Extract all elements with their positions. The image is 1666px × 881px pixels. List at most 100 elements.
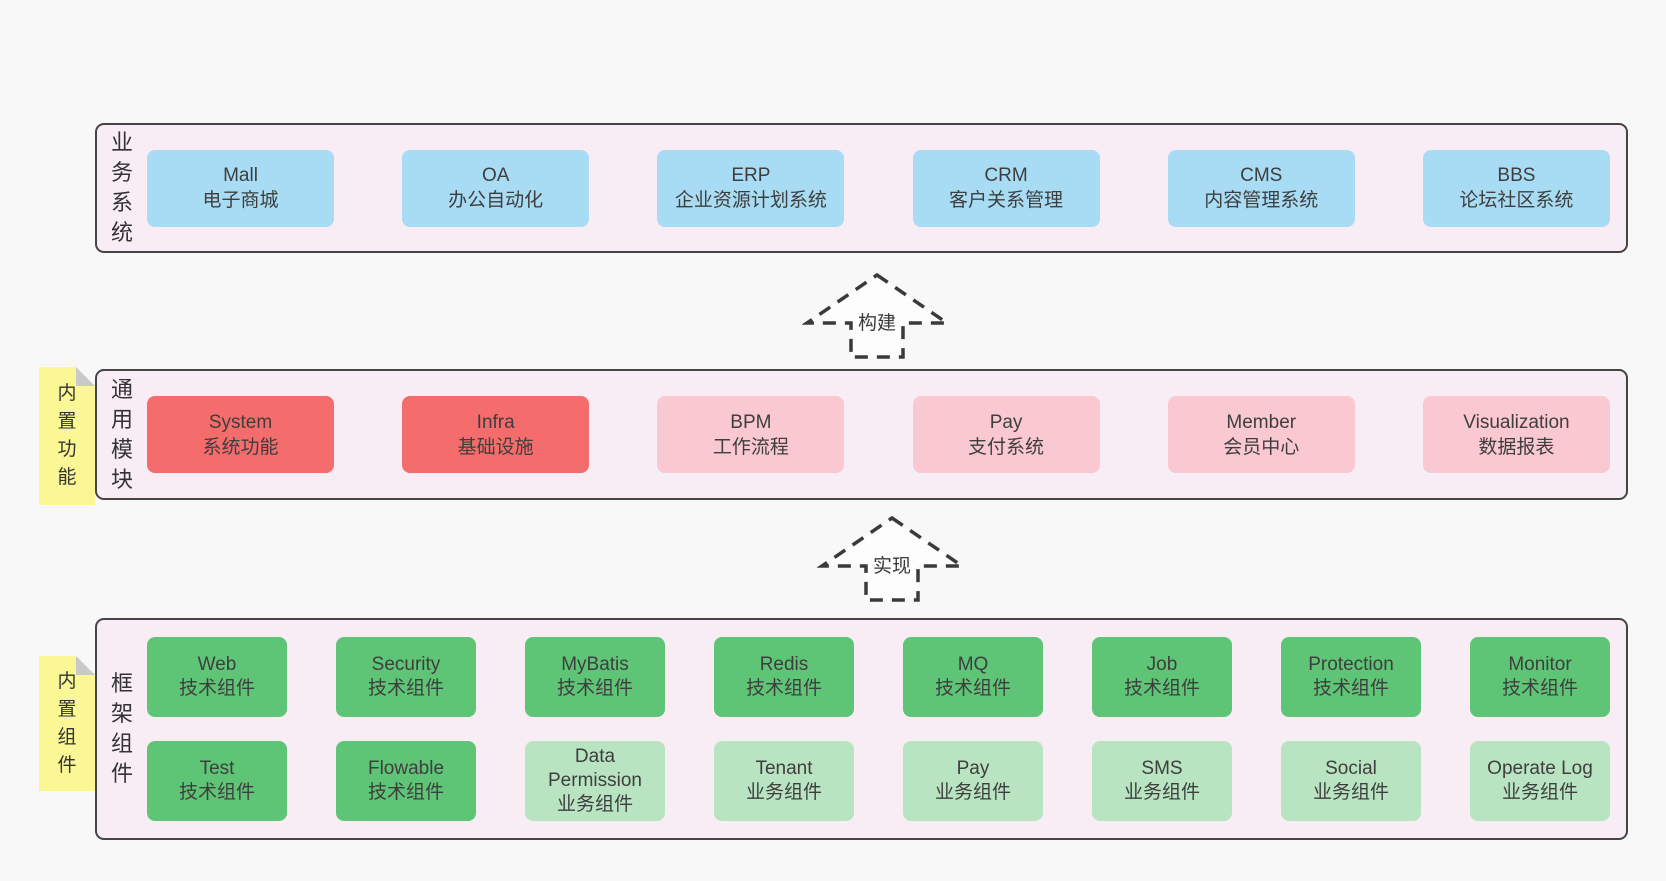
box-crm: CRM 客户关系管理 — [912, 149, 1100, 227]
implement-arrow-icon: 实现 — [817, 515, 967, 603]
box-member: Member 会员中心 — [1167, 396, 1355, 473]
box-desc: 基础设施 — [457, 436, 534, 458]
box-desc: 电子商城 — [202, 190, 279, 211]
box-desc: 技术组件 — [1312, 678, 1389, 699]
box-job: Job 技术组件 — [1092, 637, 1232, 717]
box-flowable: Flowable 技术组件 — [336, 741, 476, 821]
box-name: Flowable — [367, 758, 445, 779]
box-pay: Pay 业务组件 — [903, 741, 1043, 821]
box-name: Operate Log — [1487, 758, 1593, 779]
note-built-in-features-text: 内置功能 — [57, 383, 77, 488]
box-desc: 业务组件 — [556, 794, 633, 815]
note-built-in-features: 内置功能 — [39, 367, 95, 505]
box-name: Tenant — [755, 758, 813, 779]
box-name: Job — [1146, 654, 1178, 675]
box-visualization: Visualization 数据报表 — [1422, 396, 1610, 473]
note-built-in-components-text: 内置组件 — [57, 670, 77, 776]
box-desc: 技术组件 — [1501, 678, 1578, 699]
box-desc: 业务组件 — [1123, 782, 1200, 803]
box-desc: 技术组件 — [367, 782, 444, 803]
box-system: System 系统功能 — [147, 396, 334, 473]
box-bbs: BBS 论坛社区系统 — [1422, 149, 1610, 227]
box-desc: 会员中心 — [1223, 436, 1300, 458]
box-sms: SMS 业务组件 — [1092, 741, 1232, 821]
box-name: SMS — [1141, 758, 1183, 779]
box-monitor: Monitor 技术组件 — [1470, 637, 1610, 717]
box-bpm: BPM 工作流程 — [657, 396, 845, 473]
band-modules-label: 通用模块 — [110, 376, 133, 492]
box-name: Redis — [759, 654, 809, 675]
box-name: Web — [197, 654, 237, 675]
box-desc: 系统功能 — [202, 436, 279, 458]
box-desc: 业务组件 — [934, 782, 1011, 803]
box-name: BBS — [1497, 165, 1536, 186]
build-arrow-label: 构建 — [854, 312, 900, 336]
box-tenant: Tenant 业务组件 — [714, 741, 854, 821]
box-social: Social 业务组件 — [1281, 741, 1421, 821]
box-name: Visualization — [1463, 411, 1570, 433]
box-pay: Pay 支付系统 — [912, 396, 1100, 473]
box-infra: Infra 基础设施 — [402, 396, 590, 473]
box-mybatis: MyBatis 技术组件 — [525, 637, 665, 717]
band-business-label: 业务系统 — [110, 130, 133, 245]
box-name: Member — [1226, 411, 1297, 433]
box-data-permission: Data Permission 业务组件 — [525, 741, 665, 821]
box-desc: 业务组件 — [1501, 782, 1578, 803]
box-oa: OA 办公自动化 — [402, 149, 590, 227]
box-desc: 支付系统 — [968, 436, 1045, 458]
box-name: Social — [1325, 758, 1377, 779]
box-name: Test — [199, 758, 235, 779]
implement-arrow-label: 实现 — [869, 555, 915, 579]
box-name: System — [208, 411, 273, 433]
note-built-in-components: 内置组件 — [39, 656, 95, 791]
box-name: Data Permission — [548, 746, 642, 791]
build-arrow-icon: 构建 — [802, 272, 952, 360]
band-components-label: 框架组件 — [110, 671, 133, 786]
box-desc: 技术组件 — [934, 678, 1011, 699]
box-name: MQ — [957, 654, 989, 675]
box-mq: MQ 技术组件 — [903, 637, 1043, 717]
box-desc: 技术组件 — [178, 678, 255, 699]
box-operate-log: Operate Log 业务组件 — [1470, 741, 1610, 821]
band-common-modules: 通用模块 System 系统功能 Infra 基础设施 BPM 工作流程 Pay 支付系统 Me… — [95, 369, 1628, 500]
box-name: Pay — [989, 411, 1023, 433]
box-name: ERP — [731, 165, 771, 186]
box-desc: 内容管理系统 — [1204, 190, 1319, 211]
box-name: Infra — [476, 411, 515, 433]
box-desc: 论坛社区系统 — [1459, 190, 1574, 211]
box-name: CMS — [1240, 165, 1283, 186]
box-name: BPM — [730, 411, 772, 433]
box-name: OA — [481, 165, 510, 186]
box-row: System 系统功能 Infra 基础设施 BPM 工作流程 Pay 支付系统 Member 会… — [147, 396, 1610, 473]
box-web: Web 技术组件 — [147, 637, 287, 717]
box-name: Mall — [223, 165, 258, 186]
box-desc: 技术组件 — [178, 782, 255, 803]
box-desc: 数据报表 — [1478, 436, 1555, 458]
box-desc: 客户关系管理 — [949, 190, 1064, 211]
box-desc: 办公自动化 — [448, 190, 544, 211]
box-desc: 技术组件 — [367, 678, 444, 699]
box-desc: 技术组件 — [556, 678, 633, 699]
box-name: Monitor — [1508, 654, 1572, 675]
box-desc: 业务组件 — [745, 782, 822, 803]
box-cms: CMS 内容管理系统 — [1167, 149, 1355, 227]
box-desc: 业务组件 — [1312, 782, 1389, 803]
box-mall: Mall 电子商城 — [147, 149, 334, 227]
box-name: CRM — [984, 165, 1028, 186]
box-name: MyBatis — [561, 654, 629, 675]
box-protection: Protection 技术组件 — [1281, 637, 1421, 717]
box-name: Protection — [1308, 654, 1394, 675]
box-desc: 技术组件 — [1123, 678, 1200, 699]
box-name: Pay — [956, 758, 990, 779]
box-desc: 工作流程 — [712, 436, 789, 458]
